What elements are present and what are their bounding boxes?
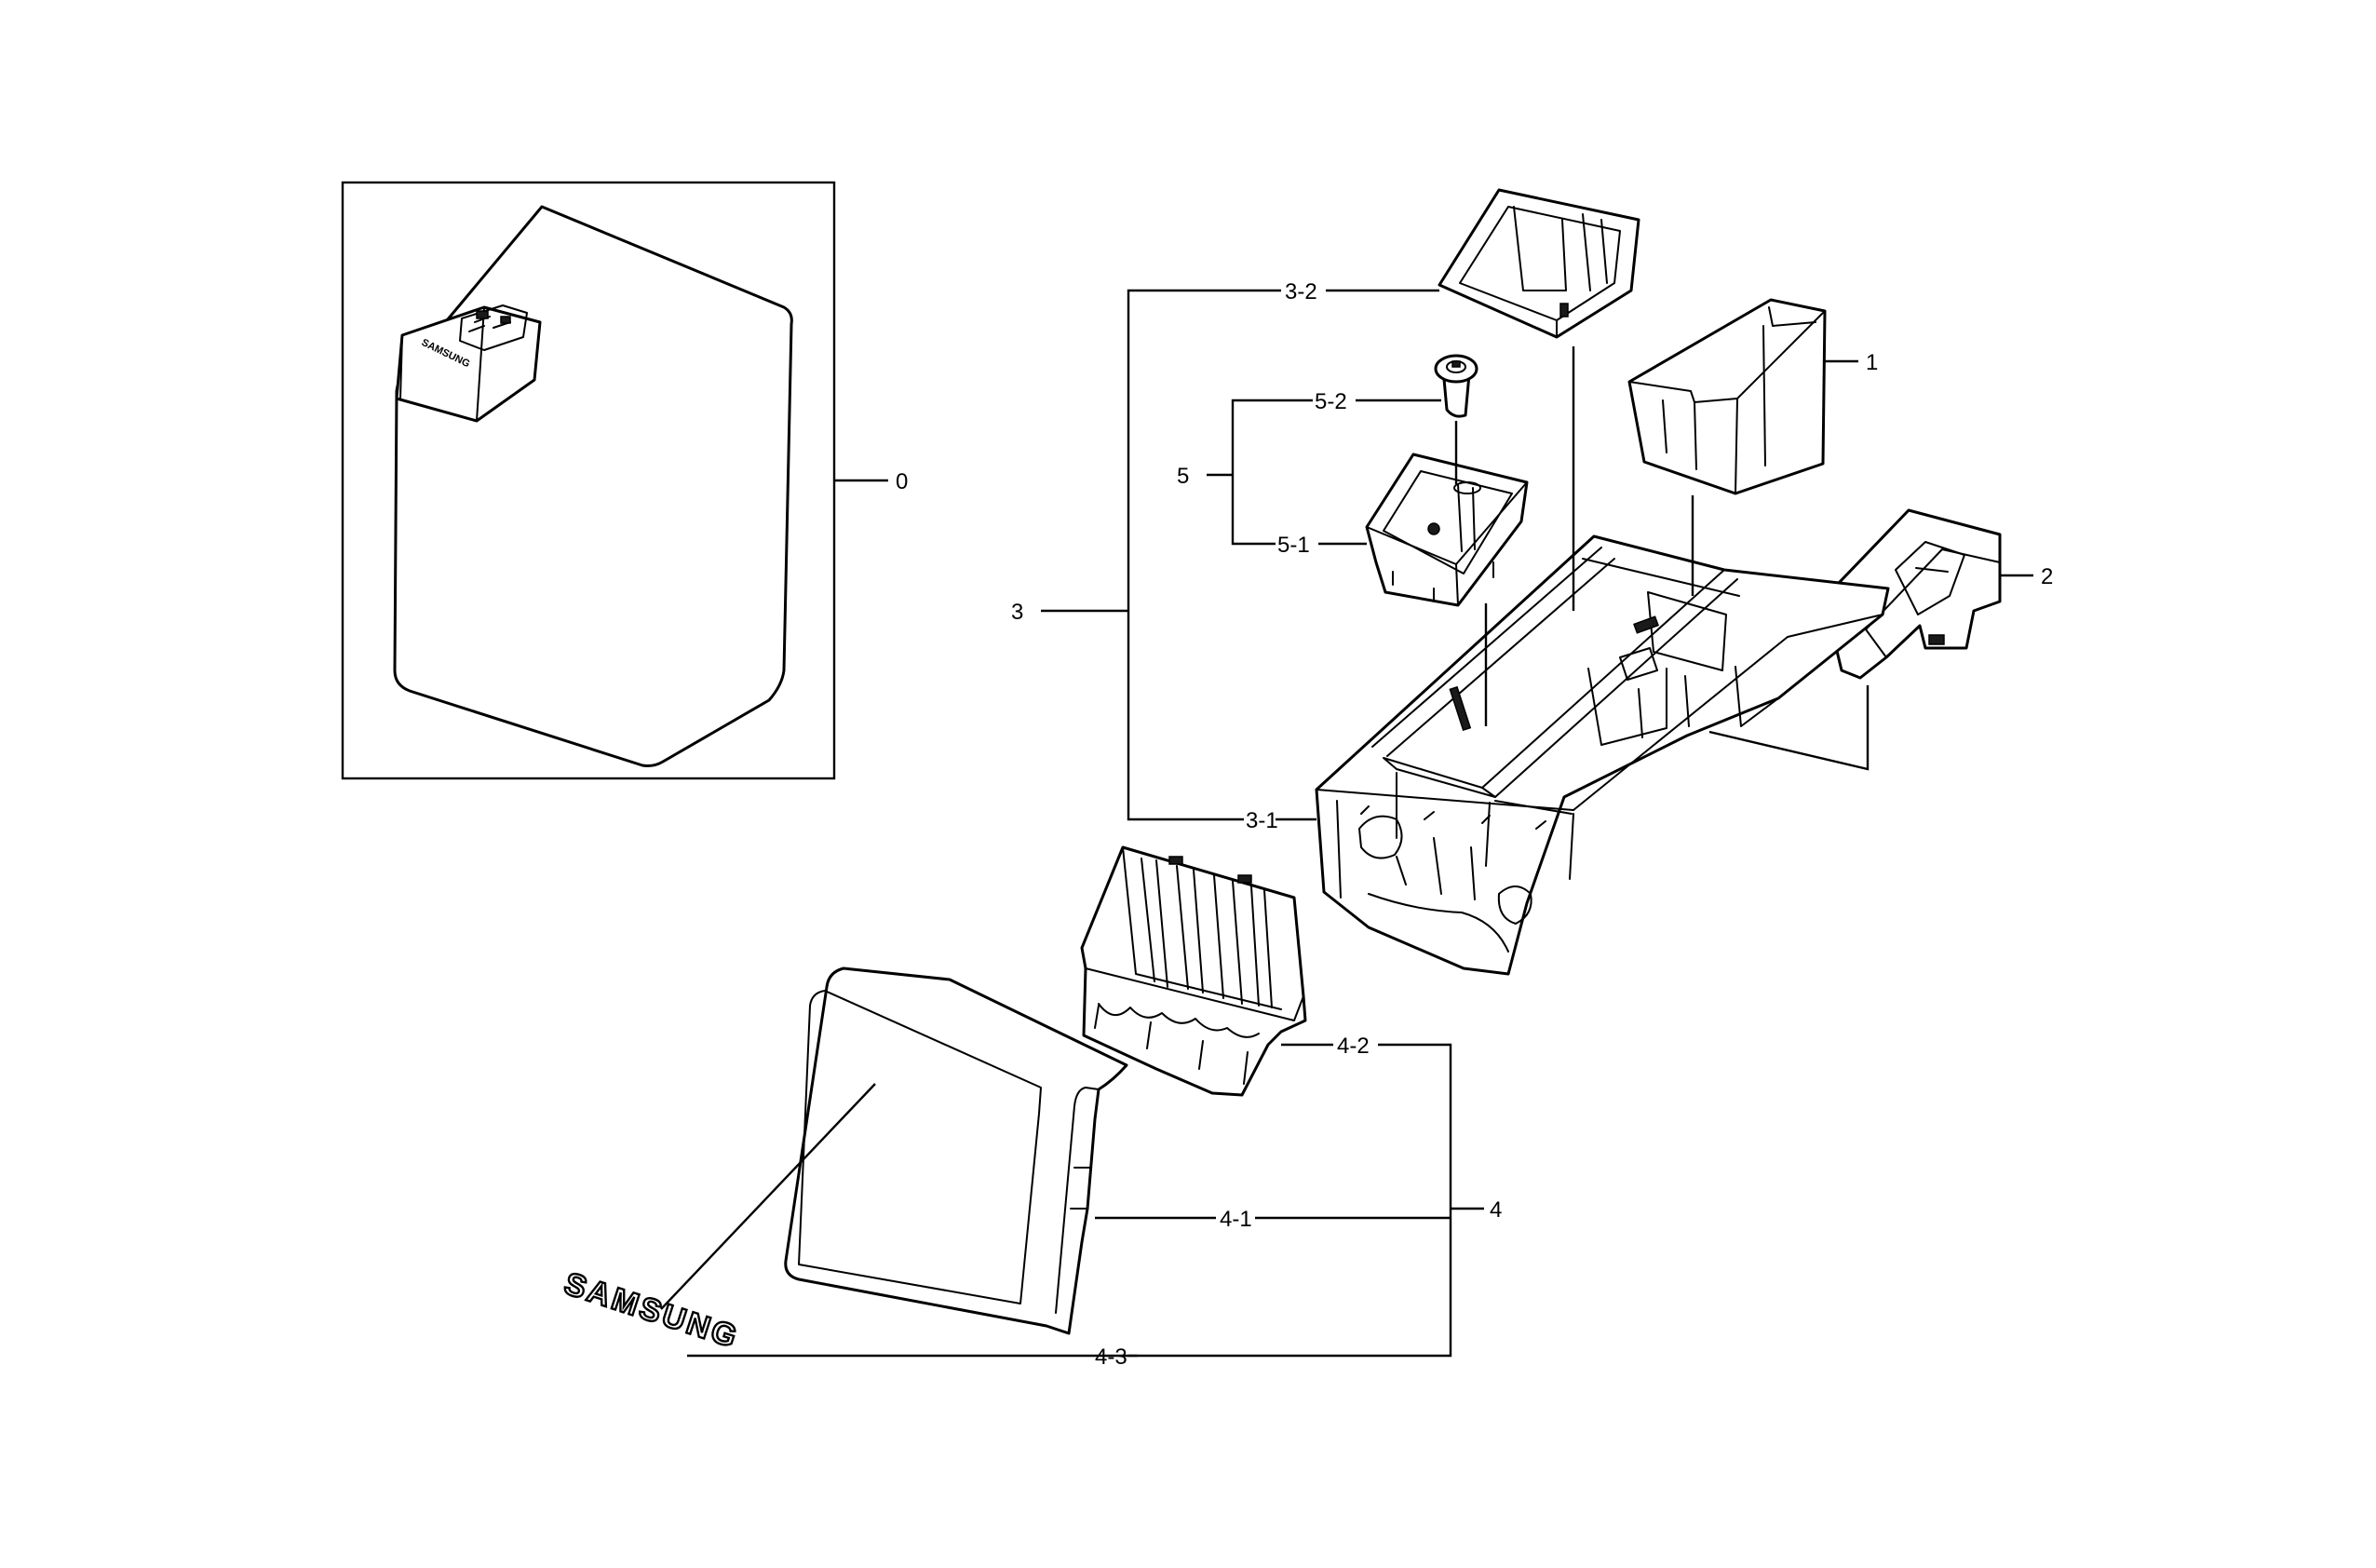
brand-emblem-text: SAMSUNG: [560, 1265, 744, 1355]
label-3: 3: [1011, 600, 1023, 625]
part-5-1-liquid-tray: [1365, 453, 1529, 607]
leader-lines: [660, 289, 2033, 1358]
label-4-2: 4-2: [1337, 1034, 1370, 1059]
part-3-2-detergent-cup: [1438, 188, 1640, 339]
label-5-2: 5-2: [1315, 389, 1347, 414]
label-5: 5: [1177, 464, 1189, 489]
washer-cabinet-outline: [393, 205, 793, 767]
part-5-2-siphon-cap: [1434, 354, 1478, 418]
label-5-1: 5-1: [1277, 533, 1310, 558]
label-3-2: 3-2: [1285, 279, 1317, 304]
label-1: 1: [1866, 350, 1878, 375]
label-3-1: 3-1: [1246, 808, 1278, 833]
label-4-1: 4-1: [1220, 1207, 1252, 1232]
part-4-2-drawer-insert: [1080, 845, 1307, 1097]
label-4: 4: [1490, 1197, 1502, 1223]
label-2: 2: [2041, 564, 2053, 589]
part-2-bleach-cup: [1816, 508, 2002, 680]
part-1-softener-cup: [1627, 298, 1827, 495]
callout-labels: 1 2 3 3-1 3-2 4 4-1 4-2 4-3 5 5-1 5-2: [1011, 279, 2053, 1370]
part-3-1-dispenser-housing: [1315, 534, 1890, 976]
part-4-3-brand-emblem: SAMSUNG: [559, 1264, 744, 1357]
inset-dispenser-drawer: SAMSUNG: [395, 304, 542, 423]
label-0: 0: [896, 469, 908, 494]
label-4-3: 4-3: [1095, 1345, 1127, 1370]
inset-washer-overview: SAMSUNG: [341, 181, 836, 780]
part-4-1-drawer-panel: [784, 966, 1128, 1335]
